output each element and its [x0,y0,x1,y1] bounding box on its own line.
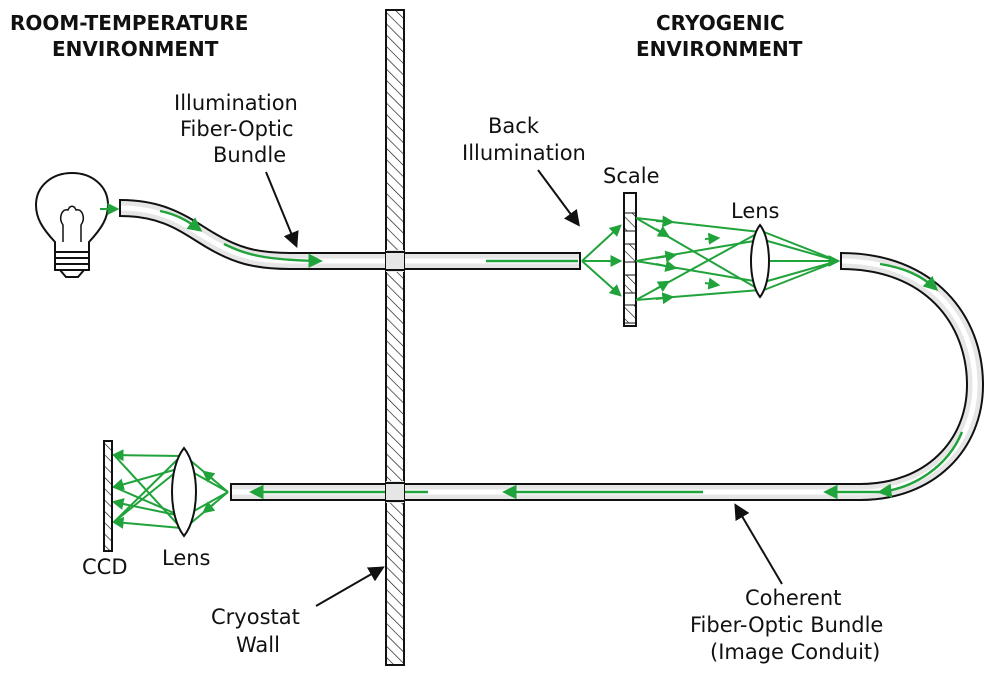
header-cryogenic-line1: CRYOGENIC [656,11,785,35]
label-illumination-line2: Fiber-Optic [180,117,294,141]
scale-target [623,192,637,327]
header-cryogenic: CRYOGENIC ENVIRONMENT [636,11,803,61]
coherent-fiber-bundle [230,252,985,501]
header-room-temp-line1: ROOM-TEMPERATURE [10,11,248,35]
label-scale: Scale [603,164,660,188]
label-back-line2: Illumination [462,141,586,165]
label-cryostat-line1: Cryostat [211,605,300,629]
lens-right [750,223,770,299]
imaging-rays-left [111,449,229,529]
label-coherent-bundle: Coherent Fiber-Optic Bundle (Image Condu… [690,503,883,664]
illumination-fiber-bundle [119,199,581,270]
label-illumination-line3: Bundle [213,143,286,167]
ccd-sensor [103,440,113,552]
back-illumination-rays [581,224,623,297]
label-lens-right: Lens [731,199,780,223]
label-back-illumination: Back Illumination [462,114,586,227]
header-room-temperature: ROOM-TEMPERATURE ENVIRONMENT [10,11,248,61]
label-back-line1: Back [488,114,540,138]
label-coherent-line2: Fiber-Optic Bundle [690,613,883,637]
light-bulb-icon [34,171,120,278]
label-ccd: CCD [82,555,128,579]
imaging-rays-right [635,215,841,305]
label-coherent-line1: Coherent [745,586,841,610]
lens-left [171,446,197,538]
label-lens-left: Lens [162,546,211,570]
label-illumination-line1: Illumination [174,91,298,115]
label-cryostat-wall: Cryostat Wall [211,566,385,657]
label-illumination-bundle: Illumination Fiber-Optic Bundle [174,91,299,248]
label-cryostat-line2: Wall [236,633,280,657]
cryostat-wall [385,9,405,666]
header-room-temp-line2: ENVIRONMENT [52,37,219,61]
label-coherent-line3: (Image Conduit) [710,640,880,664]
header-cryogenic-line2: ENVIRONMENT [636,37,803,61]
